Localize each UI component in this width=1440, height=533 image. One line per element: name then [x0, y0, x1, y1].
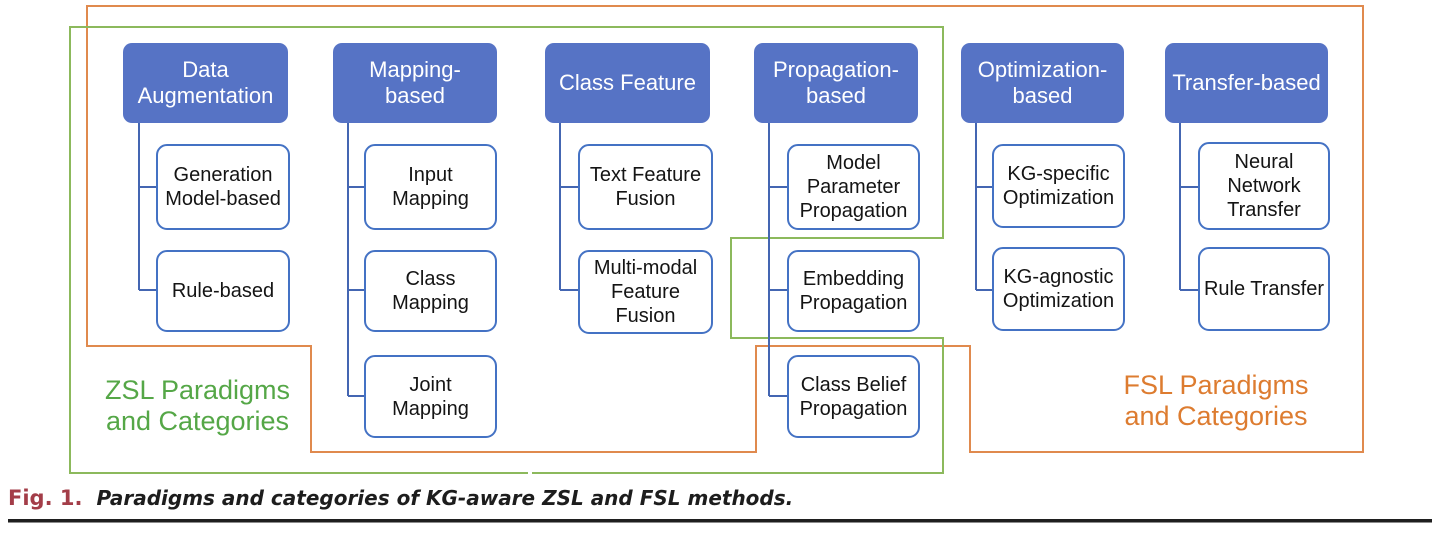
fsl-region-label: FSL Paradigms and Categories	[1123, 370, 1309, 431]
header-box-data-augmentation: Data Augmentation	[123, 43, 288, 123]
header-box-optimization-based: Optimization- based	[961, 43, 1124, 123]
child-box-class-belief-propagation: Class Belief Propagation	[787, 355, 920, 438]
child-box-model-parameter-propagation: Model Parameter Propagation	[787, 144, 920, 230]
figure-caption-text: Paradigms and categories of KG-aware ZSL…	[96, 486, 794, 510]
child-box-rule-transfer: Rule Transfer	[1198, 247, 1330, 331]
connector-propagation-based	[768, 123, 788, 397]
zsl-outline-gap	[528, 470, 532, 477]
connector-data-augmentation	[138, 123, 157, 291]
header-box-mapping-based: Mapping- based	[333, 43, 497, 123]
child-box-text-feature-fusion: Text Feature Fusion	[578, 144, 713, 230]
connector-optimization-based	[975, 123, 993, 291]
figure-caption-tag: Fig. 1.	[8, 486, 83, 510]
header-box-class-feature: Class Feature	[545, 43, 710, 123]
zsl-region-label: ZSL Paradigms and Categories	[104, 375, 291, 436]
child-box-multi-modal-feature-fusion: Multi-modal Feature Fusion	[578, 250, 713, 334]
child-box-class-mapping: Class Mapping	[364, 250, 497, 332]
figure-caption: Fig. 1. Paradigms and categories of KG-aw…	[8, 486, 793, 510]
child-box-embedding-propagation: Embedding Propagation	[787, 250, 920, 332]
bottom-rule-divider	[8, 519, 1432, 523]
child-box-kg-specific-optimization: KG-specific Optimization	[992, 144, 1125, 228]
child-box-joint-mapping: Joint Mapping	[364, 355, 497, 438]
connector-transfer-based	[1179, 123, 1199, 291]
child-box-rule-based: Rule-based	[156, 250, 290, 332]
child-box-neural-network-transfer: Neural Network Transfer	[1198, 142, 1330, 230]
header-box-transfer-based: Transfer-based	[1165, 43, 1328, 123]
header-box-propagation-based: Propagation- based	[754, 43, 918, 123]
child-box-input-mapping: Input Mapping	[364, 144, 497, 230]
child-box-generation-model-based: Generation Model-based	[156, 144, 290, 230]
connector-class-feature	[559, 123, 579, 291]
fsl-region-outline	[86, 5, 1364, 453]
connector-mapping-based	[347, 123, 365, 397]
zsl-region-outline	[69, 26, 944, 474]
child-box-kg-agnostic-optimization: KG-agnostic Optimization	[992, 247, 1125, 331]
